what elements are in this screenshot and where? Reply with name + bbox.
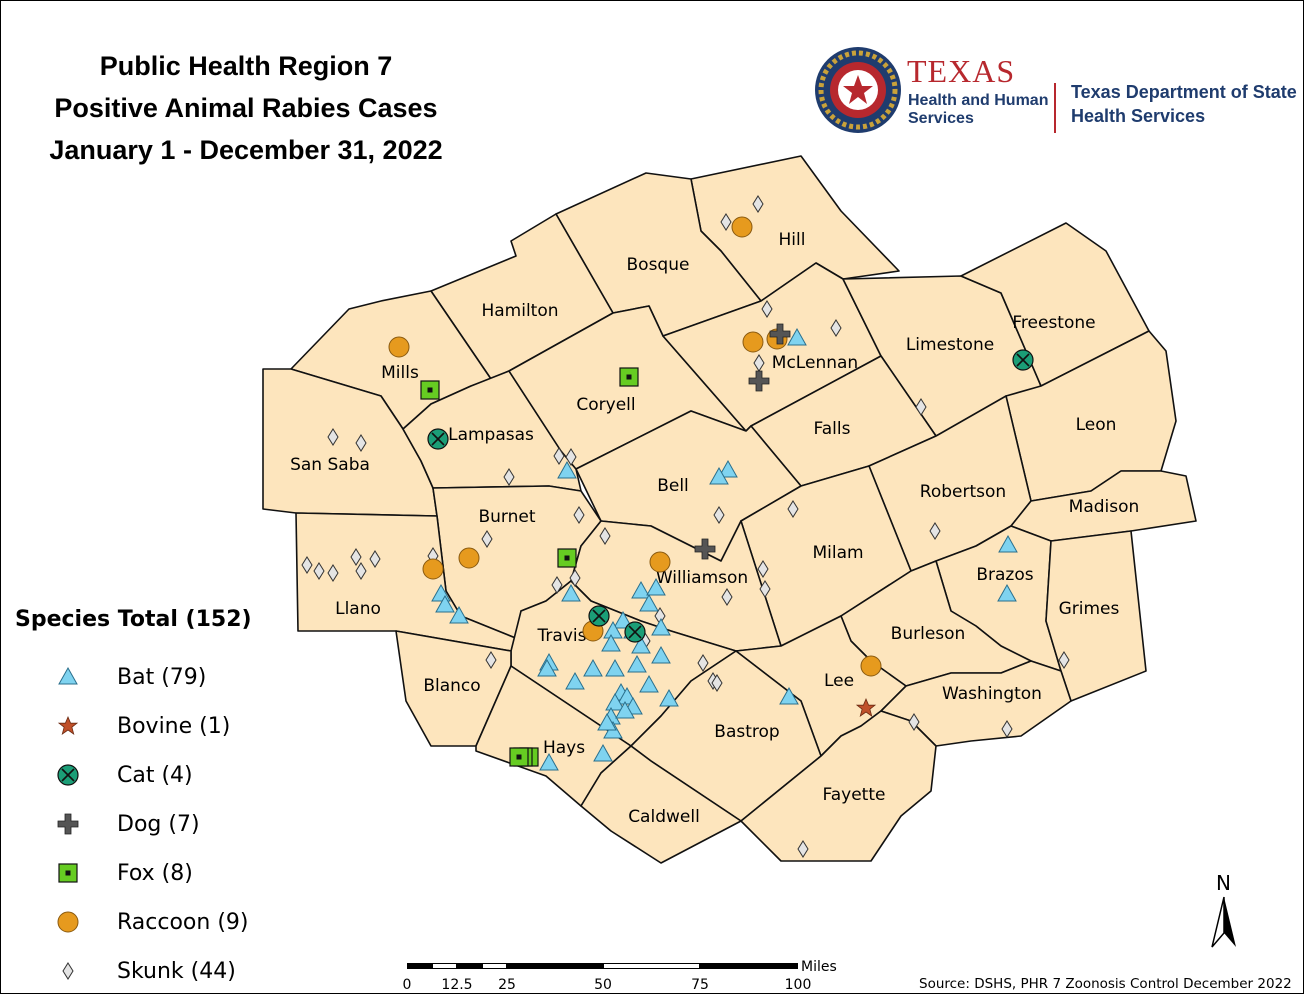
label-travis: Travis (537, 626, 587, 646)
county-labels: Hill Bosque Hamilton Mills San Saba Lamp… (290, 230, 1139, 827)
title-line-2: Positive Animal Rabies Cases (54, 93, 438, 123)
north-arrow: N (1206, 871, 1242, 951)
label-grimes: Grimes (1059, 599, 1120, 619)
source-note: Source: DSHS, PHR 7 Zoonosis Control Dec… (919, 976, 1292, 992)
label-hays: Hays (543, 738, 585, 758)
texas-seal-icon (815, 47, 901, 133)
label-burleson: Burleson (891, 624, 966, 644)
label-lee: Lee (824, 671, 854, 691)
scale-segment (482, 963, 507, 969)
label-llano: Llano (335, 599, 381, 619)
scale-segment (700, 963, 798, 969)
legend-item-bat: Bat (79) (51, 657, 206, 697)
scale-tick: 100 (784, 977, 812, 993)
label-mills: Mills (381, 363, 419, 383)
label-leon: Leon (1076, 415, 1117, 435)
county-caldwell (580, 745, 742, 864)
scale-segment (407, 963, 432, 969)
label-burnet: Burnet (478, 507, 535, 527)
label-bosque: Bosque (627, 255, 690, 275)
star-icon (57, 715, 79, 735)
label-lampasas: Lampasas (448, 425, 534, 445)
label-milam: Milam (812, 543, 863, 563)
logo-dshs-line-2: Health Services (1071, 106, 1206, 126)
north-label: N (1216, 871, 1231, 895)
label-hamilton: Hamilton (481, 301, 558, 321)
label-madison: Madison (1069, 497, 1140, 517)
legend-label: Bovine (1) (117, 713, 231, 739)
label-robertson: Robertson (920, 482, 1006, 502)
label-mclennan: McLennan (772, 353, 858, 373)
label-blanco: Blanco (423, 676, 480, 696)
scale-segment (457, 963, 482, 969)
label-brazos: Brazos (976, 565, 1033, 585)
species-legend: Species Total (152) Bat (79) Bovine (1) … (15, 607, 252, 984)
label-falls: Falls (814, 419, 851, 439)
logo-hhs-line-1: Health and Human (908, 92, 1049, 109)
legend-item-fox: Fox (8) (51, 853, 193, 893)
map-title: Public Health Region 7 Positive Animal R… (21, 45, 471, 171)
label-williamson: Williamson (656, 568, 748, 588)
plus-icon (57, 813, 79, 835)
legend-label: Cat (4) (117, 762, 193, 788)
legend-item-bovine: Bovine (1) (51, 706, 230, 746)
label-coryell: Coryell (576, 395, 635, 415)
legend-item-skunk: Skunk (44) (51, 951, 236, 991)
scale-segment (603, 963, 700, 969)
diamond-icon (62, 962, 74, 980)
label-washington: Washington (942, 684, 1042, 704)
north-arrow-icon (1211, 896, 1236, 948)
legend-label: Fox (8) (117, 860, 193, 886)
legend-item-raccoon: Raccoon (9) (51, 902, 249, 942)
label-fayette: Fayette (823, 785, 886, 805)
title-line-1: Public Health Region 7 (99, 51, 393, 81)
scale-segment (432, 963, 457, 969)
legend-title: Species Total (152) (15, 607, 252, 632)
circle-x-icon (57, 764, 79, 786)
logo-divider (1054, 83, 1056, 133)
label-sansaba: San Saba (290, 455, 370, 475)
scale-unit: Miles (801, 959, 837, 975)
triangle-icon (58, 666, 78, 685)
square-dot-icon (58, 863, 78, 883)
circle-icon (57, 911, 79, 933)
scale-tick: 50 (594, 977, 612, 993)
legend-label: Raccoon (9) (117, 909, 249, 935)
scale-tick: 0 (402, 977, 412, 993)
logo-dshs-line-1: Texas Department of State (1071, 82, 1297, 102)
scale-tick: 25 (498, 977, 516, 993)
logo-texas: TEXAS (907, 53, 1016, 89)
legend-item-cat: Cat (4) (51, 755, 193, 795)
scale-tick: 12.5 (441, 977, 473, 993)
legend-label: Skunk (44) (117, 958, 236, 984)
label-freestone: Freestone (1012, 313, 1095, 333)
label-caldwell: Caldwell (628, 807, 700, 827)
legend-label: Dog (7) (117, 811, 200, 837)
label-bell: Bell (657, 476, 689, 496)
label-limestone: Limestone (906, 335, 994, 355)
scale-tick: 75 (691, 977, 709, 993)
texas-hhs-logo: TEXAS Health and Human Services Texas De… (813, 45, 1297, 141)
legend-item-dog: Dog (7) (51, 804, 200, 844)
label-hill: Hill (779, 230, 806, 250)
title-line-3: January 1 - December 31, 2022 (49, 135, 443, 165)
label-bastrop: Bastrop (714, 722, 779, 742)
county-fayette (740, 710, 937, 862)
logo-hhs-line-2: Services (908, 110, 974, 127)
legend-label: Bat (79) (117, 664, 207, 690)
scale-segment (507, 963, 603, 969)
